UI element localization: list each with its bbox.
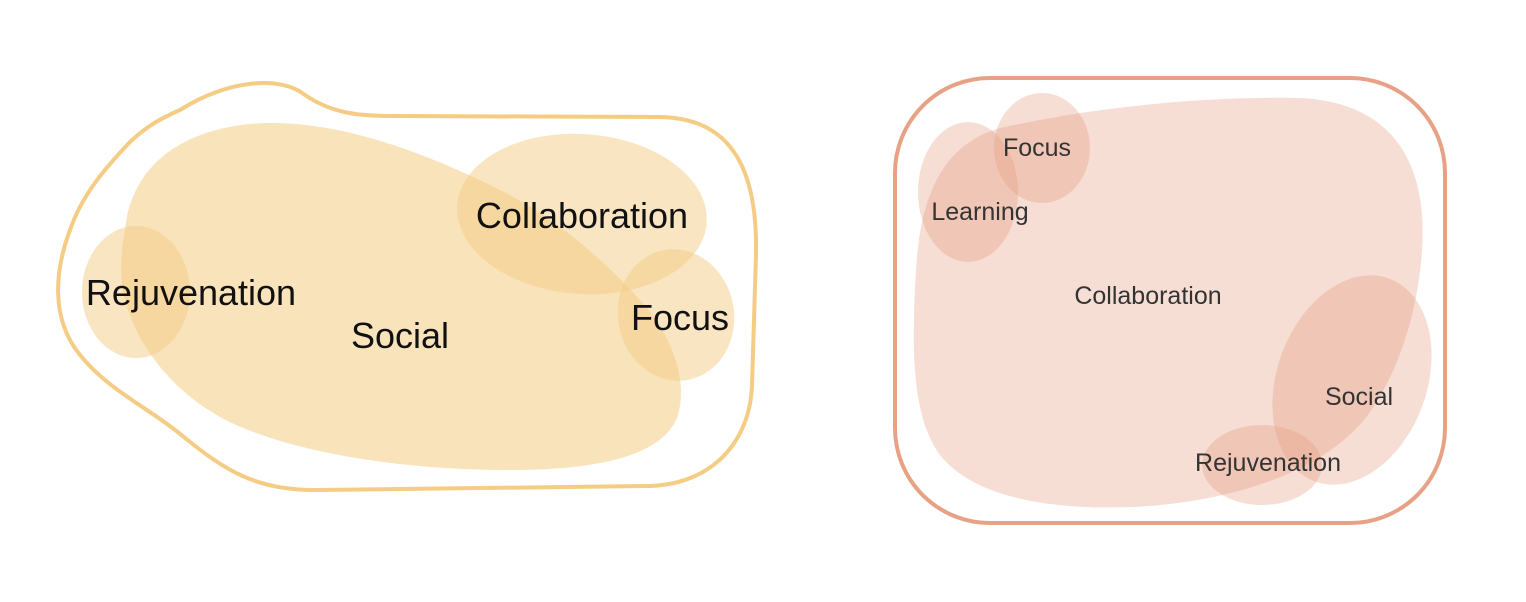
right-zone-collaboration xyxy=(913,97,1423,508)
left-diagram: Social Collaboration Rejuvenation Focus xyxy=(56,81,759,492)
right-zone-focus xyxy=(994,93,1090,203)
right-zone-rejuvenation xyxy=(1202,425,1322,505)
left-zone-rejuvenation xyxy=(82,226,190,358)
left-zone-label: Collaboration xyxy=(476,195,688,236)
right-zone-label: Social xyxy=(1325,383,1393,411)
right-boundary xyxy=(893,76,1447,525)
left-zone-social xyxy=(121,123,681,470)
right-zone-social xyxy=(1272,275,1432,485)
right-diagram: Collaboration Focus Learning Social Reju… xyxy=(893,76,1447,525)
left-zone-label: Rejuvenation xyxy=(86,272,296,313)
right-zone-label: Rejuvenation xyxy=(1195,449,1341,477)
right-zone-label: Learning xyxy=(931,198,1028,226)
right-zone-label: Focus xyxy=(1003,134,1071,162)
left-zone-label: Focus xyxy=(631,297,729,338)
left-zone-collaboration xyxy=(457,133,707,295)
right-zone-label: Collaboration xyxy=(1074,282,1221,310)
right-zone-learning xyxy=(918,122,1018,262)
left-boundary xyxy=(56,81,759,492)
left-zone-label: Social xyxy=(351,315,449,356)
left-zone-focus xyxy=(617,249,735,381)
